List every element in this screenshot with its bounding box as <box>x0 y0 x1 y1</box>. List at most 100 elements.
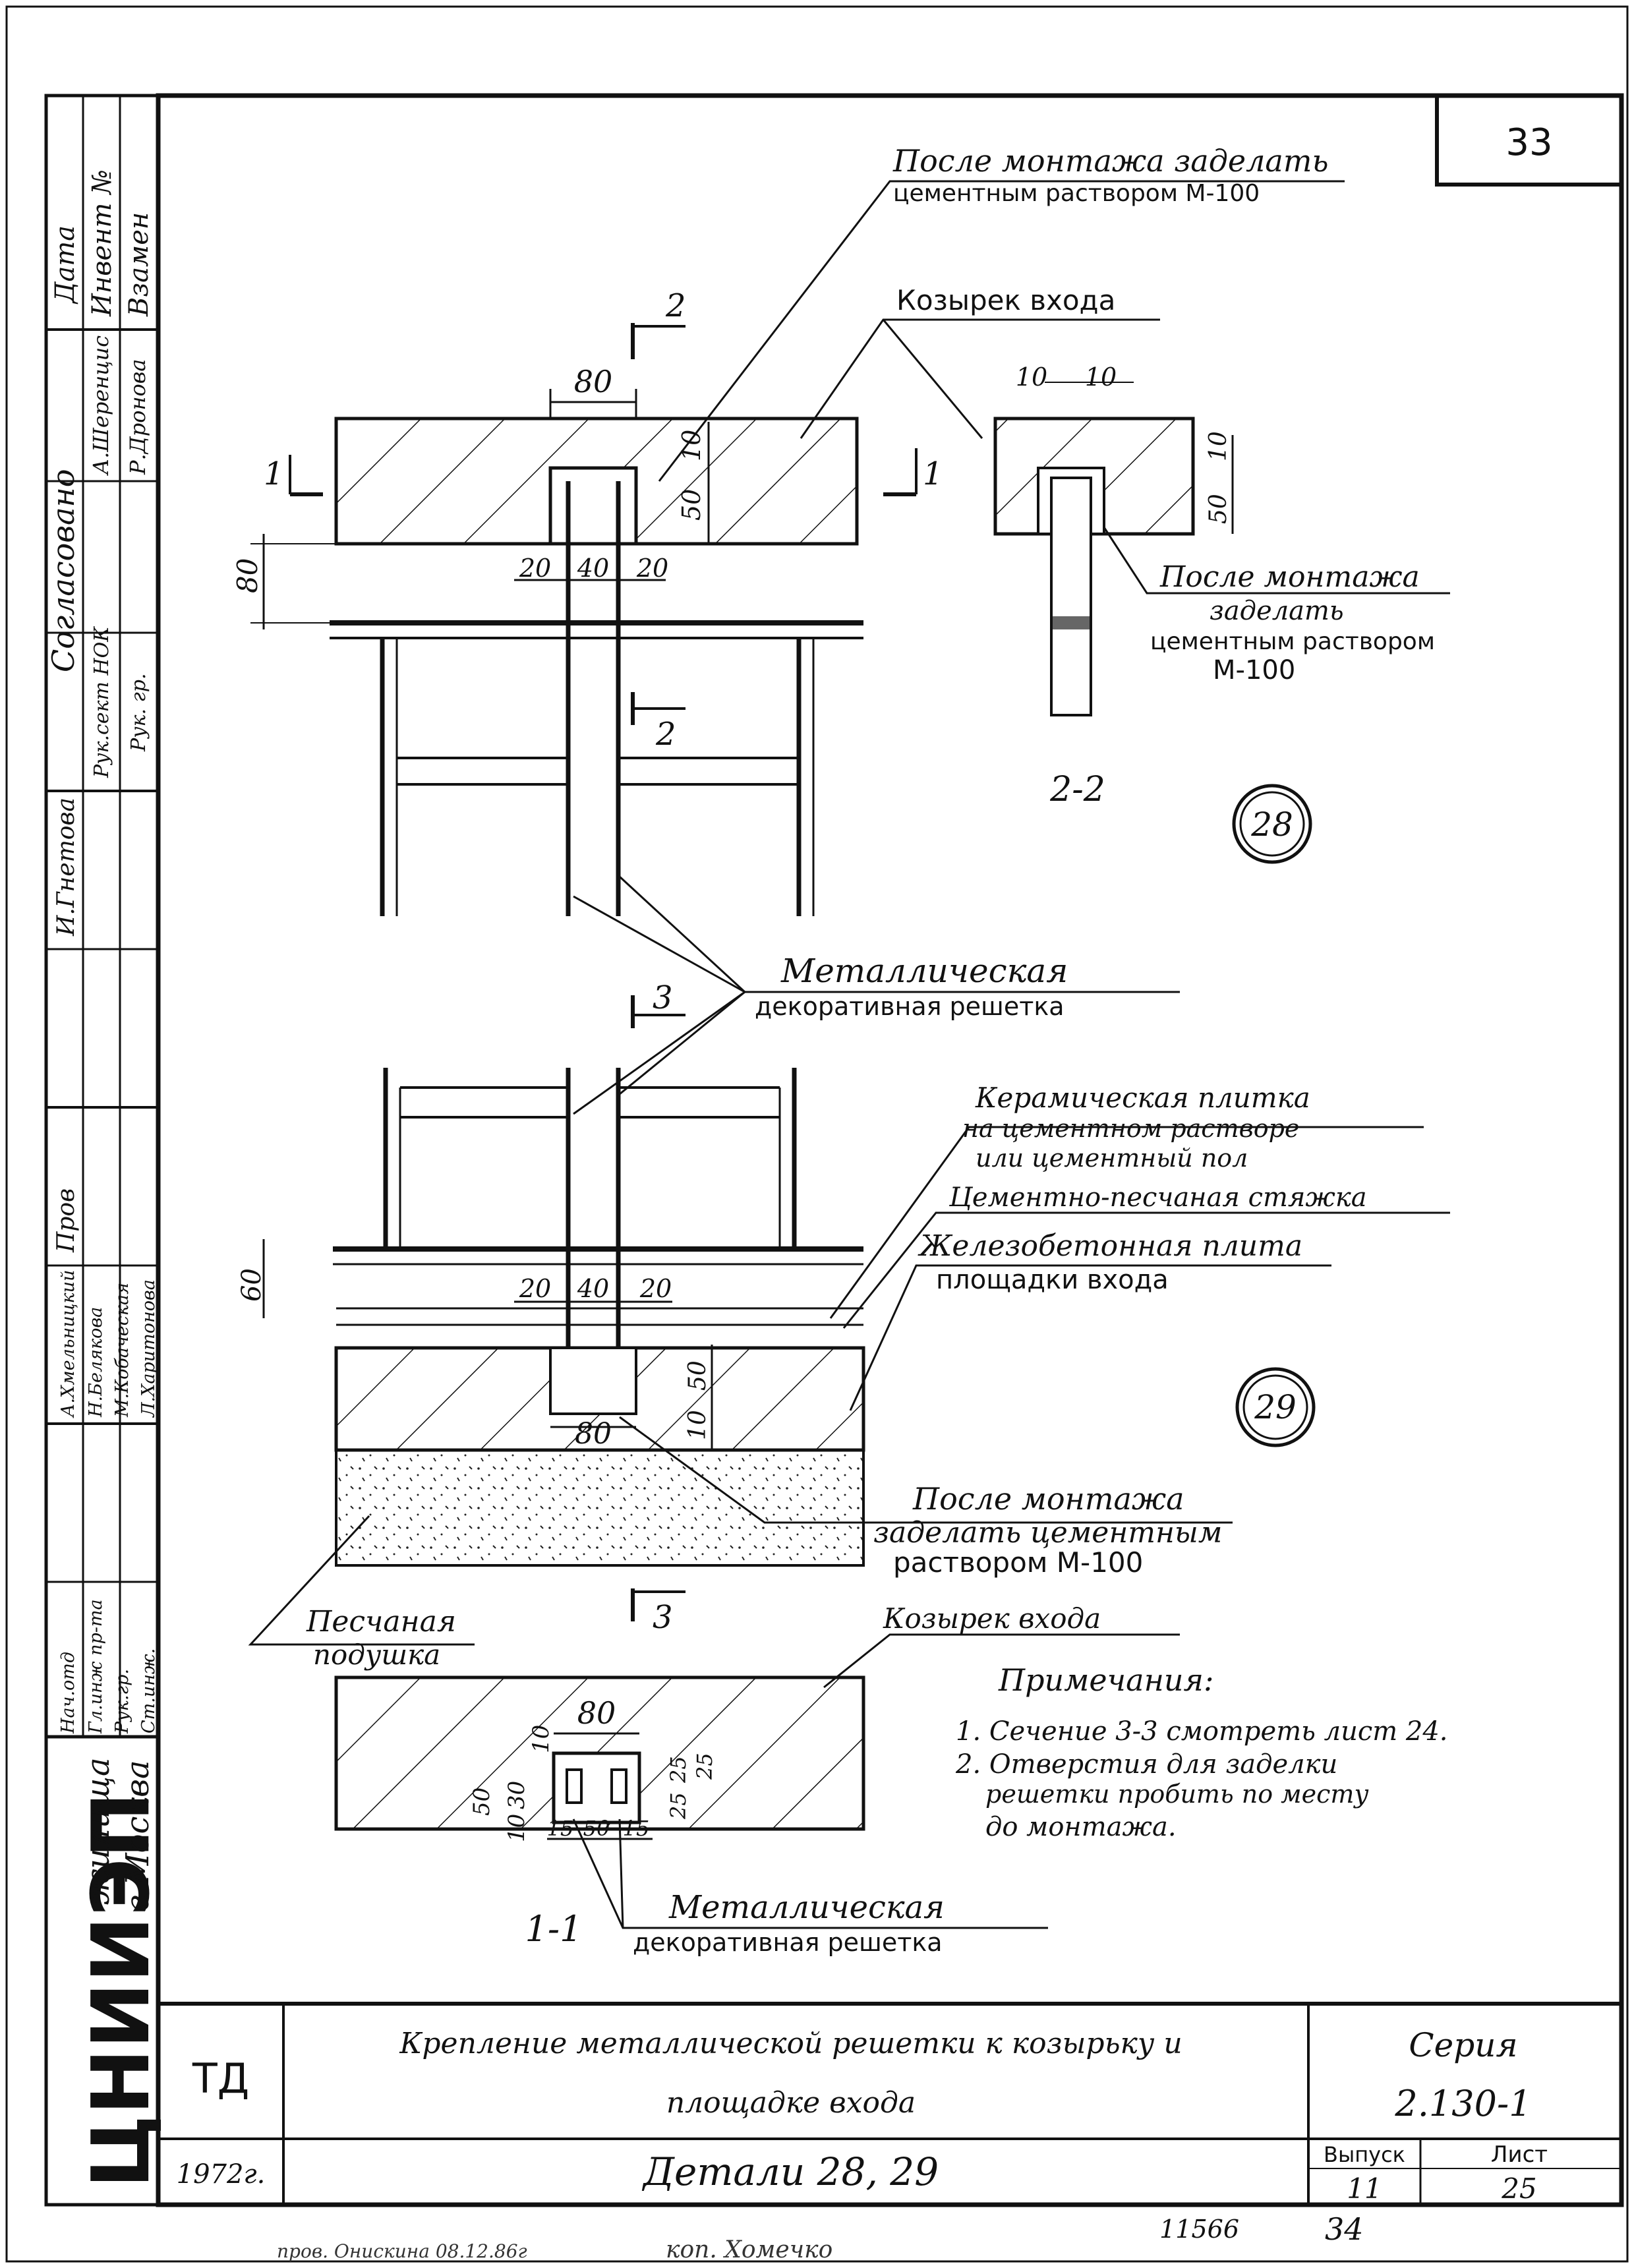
issue-label: Выпуск <box>1324 2142 1405 2167</box>
d29-after-3: раствором М-100 <box>893 1546 1143 1579</box>
d29-section-3-bottom: 3 <box>653 1599 673 1636</box>
d29-after-1: После монтажа <box>912 1481 1184 1517</box>
d28-dim-side-80: 80 <box>231 558 264 593</box>
d28-section-1-left: 1 <box>264 455 284 492</box>
d28-dim-50: 50 <box>677 489 706 521</box>
d28-dim-80: 80 <box>574 364 613 399</box>
d29-slab-2: площадки входа <box>936 1265 1169 1295</box>
d29-ceramic-2: на цементном растворе <box>962 1114 1299 1143</box>
d29-sand-2: подушка <box>313 1639 440 1671</box>
note-2c: до монтажа. <box>985 1812 1177 1842</box>
bottom-number: 34 <box>1325 2211 1364 2247</box>
page-number-box <box>1435 94 1623 187</box>
d28-section-1-right: 1 <box>923 455 943 492</box>
stamp-gnetova: И.Гнетова <box>53 798 80 937</box>
sheet-label: Лист <box>1491 2141 1548 2168</box>
s11-grille-2: декоративная решетка <box>633 1928 943 1957</box>
stamp-city: г Москва <box>119 1760 156 1911</box>
title-block: ТД 1972г. Крепление металлической решетк… <box>156 2002 1623 2207</box>
title-line-1: Крепление металлической решетки к козырь… <box>399 2027 1182 2060</box>
s11-dim-50b: 50 <box>583 1816 610 1841</box>
section-1-1: 80 10 30 50 10 25 25 25 15 50 15 Козырек… <box>334 1602 1180 1957</box>
handwritten-copy: коп. Хомечко <box>666 2236 832 2263</box>
title-line-2: площадке входа <box>666 2086 916 2120</box>
series-value: 2.130-1 <box>1394 2083 1531 2124</box>
stamp-agreed-name-2: Р.Дронова <box>125 359 150 475</box>
stamp-name-3: М.Кобаческая <box>112 1283 132 1418</box>
s22-callout-2: заделать <box>1210 596 1344 626</box>
stamp-sector-head: Рук.сект НОК <box>90 626 113 778</box>
note-1: 1. Сечение 3-3 смотреть лист 24. <box>956 1716 1448 1747</box>
note-2a: 2. Отверстия для заделки <box>955 1749 1337 1780</box>
canopy-socket <box>548 466 638 546</box>
d29-slab-1: Железобетонная плита <box>918 1229 1302 1263</box>
d29-dim-10: 10 <box>684 1410 711 1440</box>
d29-screed: Цементно-песчаная стяжка <box>948 1182 1367 1213</box>
s11-dim-30: 30 <box>504 1781 530 1809</box>
td-mark: ТД <box>192 2054 249 2103</box>
s22-callout-4: М-100 <box>1213 655 1295 685</box>
handwritten-checked: пров. Онискина 08.12.86г <box>277 2240 527 2262</box>
detail-28: 80 20 40 20 50 10 80 2 2 1 1 После монта… <box>231 143 1345 916</box>
d29-section-3-top: 3 <box>653 979 673 1016</box>
issue-value: 11 <box>1347 2172 1382 2205</box>
title-line-3: Детали 28, 29 <box>641 2149 939 2194</box>
sheet-value: 25 <box>1501 2172 1536 2205</box>
stamp-name-2: Н.Белякова <box>86 1307 106 1418</box>
stamp-org: ЦНИИЭП <box>76 1792 167 2188</box>
stamp-agreed-name-1: А.Шеренцис <box>88 335 113 476</box>
d28-dim-40: 40 <box>577 554 609 583</box>
grille-label-1: Металлическая <box>780 952 1068 990</box>
s11-dim-15a: 15 <box>547 1816 574 1841</box>
d28-dim-20a: 20 <box>519 554 551 583</box>
note-2b: решетки пробить по месту <box>985 1780 1369 1809</box>
d29-dim-50: 50 <box>684 1360 711 1391</box>
year: 1972г. <box>177 2159 266 2190</box>
stamp-agreed: Согласовано <box>45 469 81 672</box>
d29-dim-20a: 20 <box>519 1274 551 1303</box>
stamp-group-head: Рук. гр. <box>127 674 150 752</box>
d29-ceramic-1: Керамическая плитка <box>975 1082 1310 1114</box>
detail-28-badge: 28 <box>1250 805 1293 844</box>
section-2-2: 10 10 10 50 После монтажа заделать цемен… <box>993 363 1450 809</box>
stamp-name-4: Л.Харитонова <box>138 1279 159 1418</box>
s11-dim-25b: 25 <box>692 1753 717 1780</box>
d28-section-2-top: 2 <box>665 287 686 324</box>
stamp-date: Дата <box>50 225 80 305</box>
d29-dim-40: 40 <box>577 1274 609 1303</box>
s11-label: 1-1 <box>525 1908 583 1950</box>
page-number: 33 <box>1505 121 1552 164</box>
stamp-org-sub: жилища <box>80 1757 117 1905</box>
d28-dim-20b: 20 <box>636 554 668 583</box>
s11-dim-80: 80 <box>577 1695 616 1731</box>
d29-ceramic-3: или цементный пол <box>976 1144 1248 1173</box>
s11-dim-10b: 10 <box>504 1814 530 1842</box>
d29-dim-60: 60 <box>237 1268 267 1302</box>
detail-29-badge: 29 <box>1254 1388 1297 1426</box>
s11-dim-15b: 15 <box>623 1816 650 1841</box>
stamp-checked: Пров <box>53 1188 80 1253</box>
s11-canopy: Козырек входа <box>883 1602 1101 1635</box>
notes-title: Примечания: <box>998 1662 1213 1698</box>
stamp-role-2: Гл.инж пр-та <box>86 1599 106 1734</box>
stamp-role-1: Нач.отд <box>58 1652 78 1734</box>
outer-border <box>5 5 1629 2263</box>
d28-canopy: Козырек входа <box>896 284 1115 316</box>
s11-grille-1: Металлическая <box>668 1889 945 1926</box>
drawing-frame <box>156 93 1624 2207</box>
s11-dim-10a: 10 <box>528 1725 554 1753</box>
side-stamp: Дата Инвент № Взамен Согласовано А.Шерен… <box>44 94 167 2207</box>
s22-callout-1: После монтажа <box>1159 560 1420 594</box>
s22-dim-50: 50 <box>1205 494 1232 524</box>
d29-dim-80: 80 <box>575 1417 612 1451</box>
stamp-name-1: А.Хмельницкий <box>58 1270 78 1418</box>
s11-dim-25a: 25 <box>666 1756 691 1784</box>
s22-label: 2-2 <box>1049 770 1105 809</box>
grille-callout: Металлическая декоративная решетка <box>573 875 1180 1115</box>
s11-dim-50: 50 <box>469 1788 495 1816</box>
grille-label-2: декоративная решетка <box>755 992 1065 1021</box>
s22-callout-3: цементным раствором <box>1150 628 1435 655</box>
d29-after-2: заделать цементным <box>873 1516 1222 1550</box>
series-label: Серия <box>1409 2026 1517 2064</box>
